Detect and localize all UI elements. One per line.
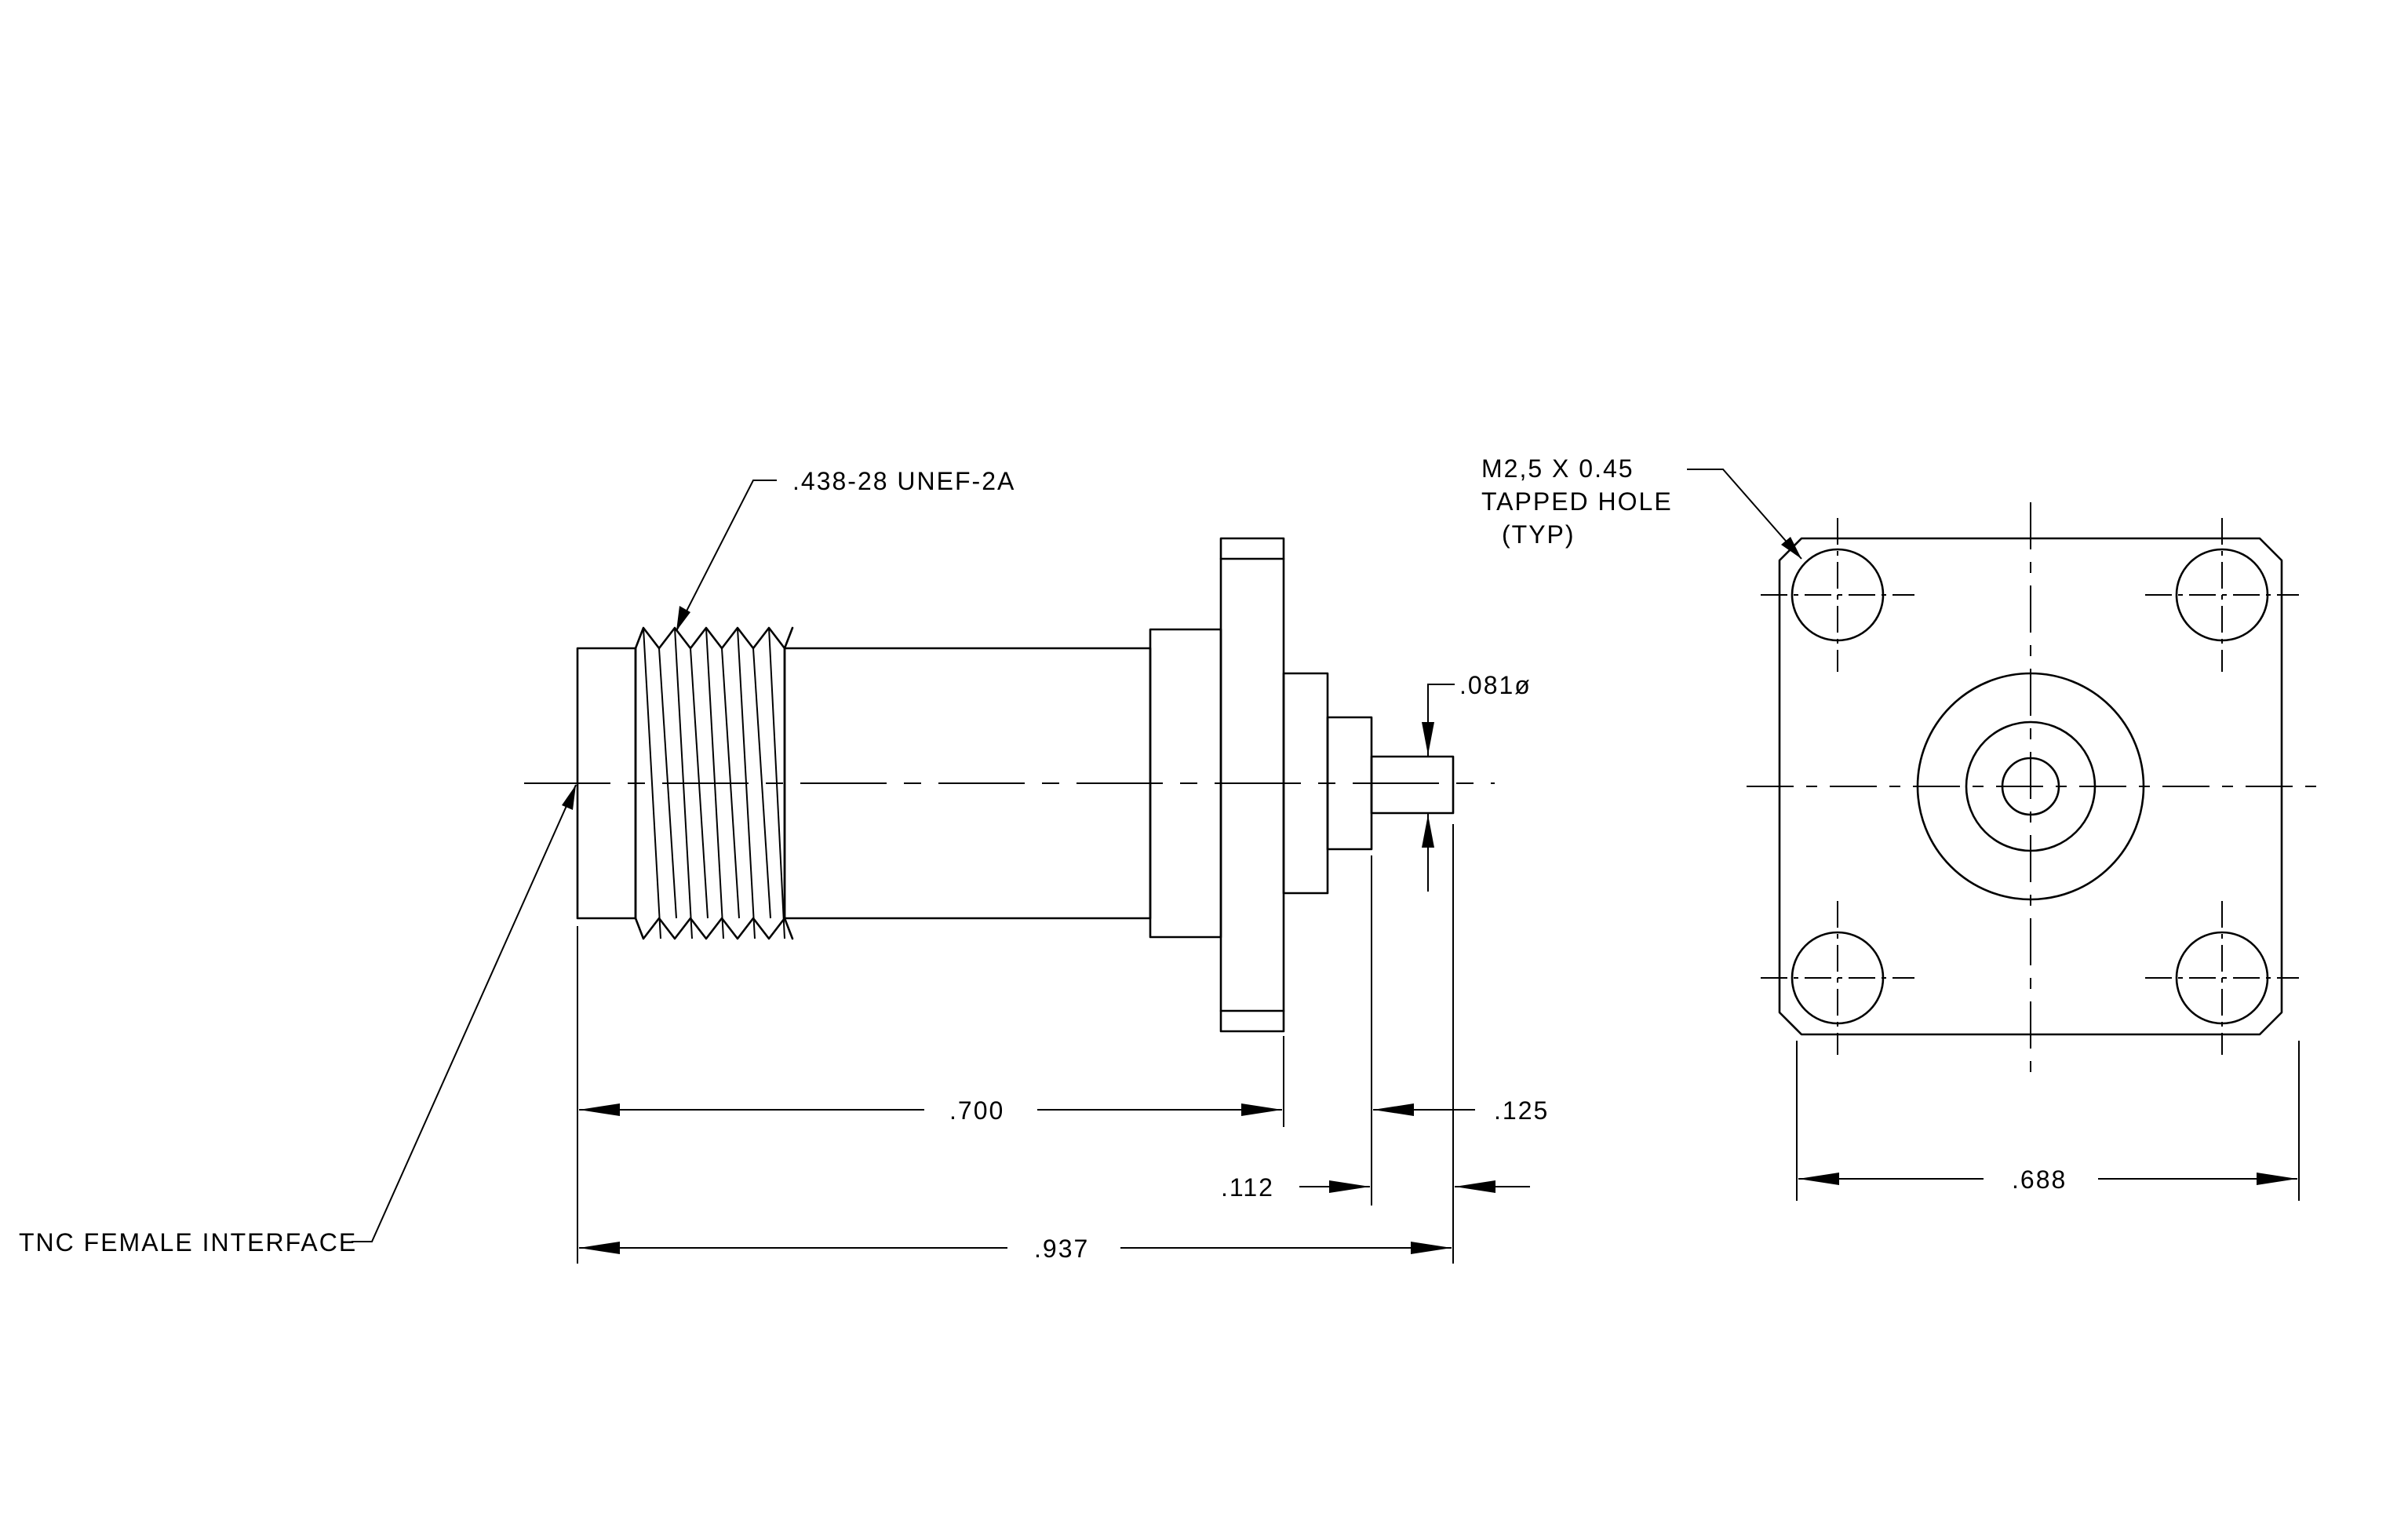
tapped-hole-leader [1687, 469, 1802, 560]
inner-dielectric-ring [1965, 720, 2097, 852]
tapped-hole-tr [2145, 518, 2299, 672]
tapped-hole-line2: TAPPED HOLE [1481, 487, 1673, 516]
dim-112: .112 [1221, 1173, 1530, 1202]
outer-dielectric-ring [1916, 672, 2145, 901]
side-view: .438-28 UNEF-2A TNC FEMALE INTERFACE .08… [19, 467, 1549, 1264]
center-contact [2001, 757, 2060, 816]
tapped-hole-br [2145, 901, 2299, 1055]
dim-125-label: .125 [1494, 1096, 1549, 1125]
pin-dia-label: .081ø [1459, 671, 1532, 699]
mounting-flange [1219, 537, 1285, 1033]
tapped-hole-bl [1761, 901, 1914, 1055]
dim-125: .125 [1373, 1096, 1549, 1125]
interface-label: TNC FEMALE INTERFACE [19, 1228, 357, 1257]
tapped-hole-line3: (TYP) [1502, 520, 1576, 549]
dim-688: .688 [1798, 1165, 2297, 1194]
thread-leader [676, 480, 777, 632]
dim-937: .937 [579, 1235, 1452, 1263]
square-flange [1778, 537, 2283, 1036]
dim-688-label: .688 [2012, 1165, 2067, 1194]
dim-700: .700 [579, 1096, 1282, 1125]
front-view: M2,5 X 0.45 TAPPED HOLE (TYP) .688 [1481, 454, 2316, 1201]
dim-700-label: .700 [949, 1096, 1004, 1125]
dim-112-label: .112 [1221, 1173, 1274, 1202]
contact-pin [1370, 755, 1455, 815]
tapped-hole-line1: M2,5 X 0.45 [1481, 454, 1634, 483]
tapped-hole-tl [1761, 518, 1914, 672]
interface-leader [352, 784, 577, 1242]
thread-label: .438-28 UNEF-2A [792, 467, 1015, 495]
dim-937-label: .937 [1034, 1235, 1089, 1263]
pin-dia-leader [1427, 684, 1455, 757]
